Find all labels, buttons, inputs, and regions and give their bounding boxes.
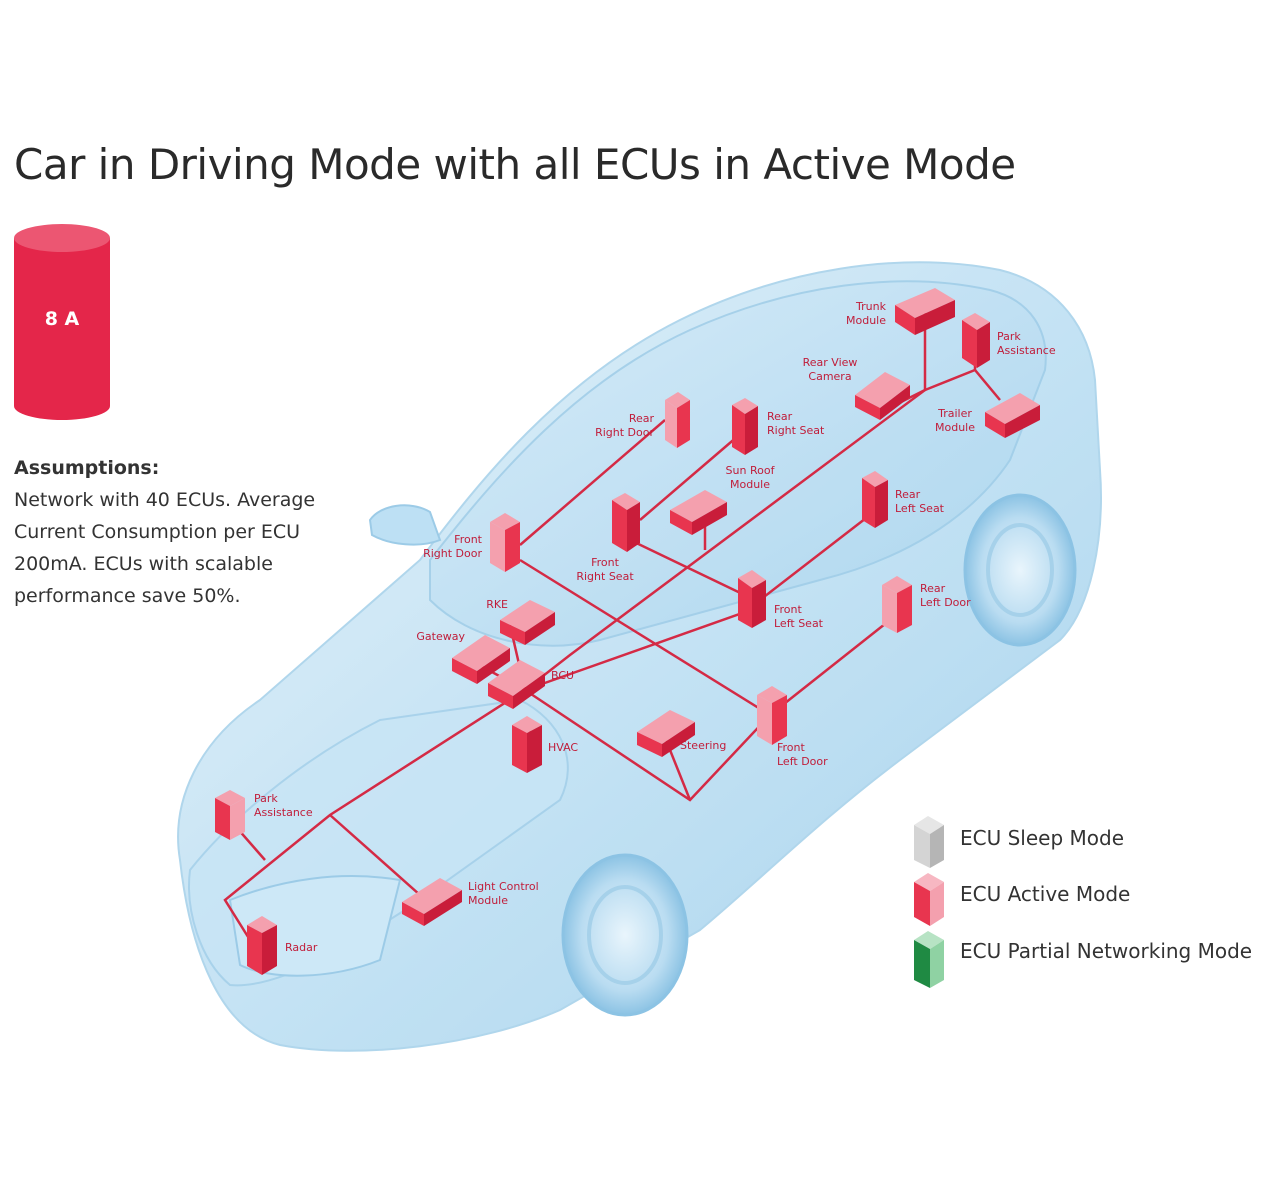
ecu-front-left-door (757, 686, 787, 745)
assumptions-line: Current Consumption per ECU (14, 521, 301, 543)
legend-partial-swatch (914, 931, 944, 988)
assumptions-line: 200mA. ECUs with scalable (14, 553, 273, 575)
ecu-rear-right-seat (732, 398, 758, 455)
ecu-label-line: Module (730, 478, 770, 491)
ecu-park-assistance-rear (962, 313, 990, 368)
ecu-steering (637, 710, 695, 757)
label-steering: Steering (680, 739, 726, 752)
ecu-label-line: Park (254, 792, 278, 805)
ecu-label-line: Rear (767, 410, 793, 423)
ecu-label-line: Front (454, 533, 483, 546)
ecu-label-line: Front (774, 603, 803, 616)
ecu-front-left-seat (738, 570, 766, 628)
ecu-front-right-door (490, 513, 520, 572)
ecu-label-line: Right Seat (576, 570, 634, 583)
ecu-rear-left-seat (862, 471, 888, 528)
ecu-label-line: RKE (486, 598, 508, 611)
current-value: 8 A (44, 308, 80, 330)
ecu-label-line: Module (846, 314, 886, 327)
current-cylinder (14, 224, 110, 420)
ecu-rke (500, 600, 555, 645)
ecu-label-line: Gateway (416, 630, 465, 643)
label-gateway: Gateway (416, 630, 465, 643)
ecu-label-line: Park (997, 330, 1021, 343)
ecu-label-line: Left Seat (895, 502, 945, 515)
assumptions-line: Network with 40 ECUs. Average (14, 489, 316, 511)
ecu-park-assistance-front (215, 790, 245, 840)
ecu-label-line: Front (591, 556, 620, 569)
ecu-label-line: Module (468, 894, 508, 907)
label-bcu: BCU (551, 669, 574, 682)
page-title: Car in Driving Mode with all ECUs in Act… (14, 140, 1016, 189)
ecu-label-line: Right Door (595, 426, 654, 439)
ecu-label-line: Left Door (920, 596, 971, 609)
ecu-label-line: Sun Roof (726, 464, 776, 477)
ecu-label-line: Light Control (468, 880, 539, 893)
ecu-rear-right-door (665, 392, 690, 448)
ecu-hvac (512, 716, 542, 773)
legend-sleep-label: ECU Sleep Mode (960, 826, 1124, 850)
car-body (177, 261, 1102, 1052)
ecu-gateway (452, 635, 510, 684)
ecu-label-line: Right Door (423, 547, 482, 560)
assumptions-line: performance save 50%. (14, 585, 241, 607)
ecu-trailer-module (985, 393, 1040, 438)
ecu-label-line: Trailer (937, 407, 972, 420)
ecu-label-line: Rear View (803, 356, 858, 369)
ecu-label-line: Front (777, 741, 806, 754)
ecu-trunk-module (895, 288, 955, 335)
legend-sleep-swatch (914, 816, 944, 868)
ecu-bcu (488, 660, 545, 709)
label-radar: Radar (285, 941, 318, 954)
ecu-label-line: Module (935, 421, 975, 434)
ecu-label-line: Steering (680, 739, 726, 752)
assumptions-block: Assumptions: Network with 40 ECUs. Avera… (14, 452, 354, 612)
assumptions-heading: Assumptions: (14, 457, 160, 479)
ecu-label-line: Rear (629, 412, 655, 425)
ecu-light-control-module (402, 878, 462, 926)
legend: ECU Sleep Mode ECU Active Mode ECU Parti… (914, 816, 1252, 988)
ecu-label-line: BCU (551, 669, 574, 682)
ecu-label-line: Right Seat (767, 424, 825, 437)
ecu-label-line: Left Door (777, 755, 828, 768)
ecu-sun-roof-module (670, 490, 727, 535)
label-rke: RKE (486, 598, 508, 611)
ecu-boxes (215, 288, 1040, 975)
ecu-radar (247, 916, 277, 975)
ecu-label-line: Rear (920, 582, 946, 595)
ecu-label-line: Assistance (254, 806, 313, 819)
ecu-rear-view-camera (855, 372, 910, 420)
ecu-label-line: Radar (285, 941, 318, 954)
ecu-label-line: Left Seat (774, 617, 824, 630)
ecu-label-line: Rear (895, 488, 921, 501)
ecu-front-right-seat (612, 493, 640, 552)
ecu-label-line: Camera (808, 370, 851, 383)
legend-partial-label: ECU Partial Networking Mode (960, 939, 1252, 963)
ecu-rear-left-door (882, 576, 912, 633)
label-hvac: HVAC (548, 741, 578, 754)
ecu-label-line: Assistance (997, 344, 1056, 357)
legend-active-swatch (914, 873, 944, 926)
ecu-label-line: HVAC (548, 741, 578, 754)
legend-active-label: ECU Active Mode (960, 882, 1130, 906)
ecu-label-line: Trunk (855, 300, 887, 313)
